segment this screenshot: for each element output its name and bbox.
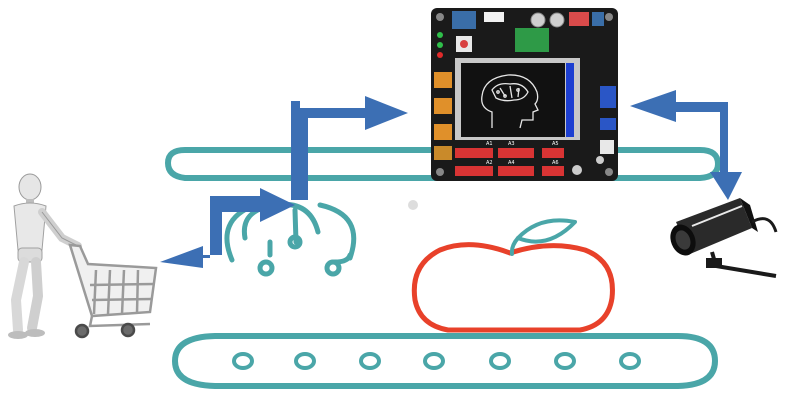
robot-icon <box>8 173 82 339</box>
conveyor-rollers <box>232 352 641 370</box>
pin-label-a6: A6 <box>552 160 559 166</box>
shopping-cart-icon <box>68 243 158 339</box>
center-dot <box>408 200 418 210</box>
controller-board: A1 A3 A5 A2 A4 A6 <box>431 8 618 181</box>
board-pin-headers: A1 A3 A5 A2 A4 A6 <box>455 141 564 176</box>
sensor-arc-icon <box>224 201 357 277</box>
security-camera-icon <box>670 198 778 278</box>
pin-label-a1: A1 <box>486 141 493 147</box>
brain-head-icon <box>481 74 539 129</box>
arrow-sensor-to-board <box>291 96 408 200</box>
apple-icon <box>411 218 615 333</box>
arrow-camera-to-board <box>630 90 742 200</box>
arrow-sensor-to-cart <box>160 188 295 268</box>
pin-label-a5: A5 <box>552 141 559 147</box>
pin-label-a4: A4 <box>508 160 515 166</box>
pin-label-a2: A2 <box>486 160 493 166</box>
pin-label-a3: A3 <box>508 141 515 147</box>
lower-conveyor-belt <box>172 333 718 389</box>
board-power-module <box>515 28 549 52</box>
flow-arrows <box>160 90 742 268</box>
board-header-blue <box>452 11 476 29</box>
upper-conveyor-belt <box>164 147 722 181</box>
